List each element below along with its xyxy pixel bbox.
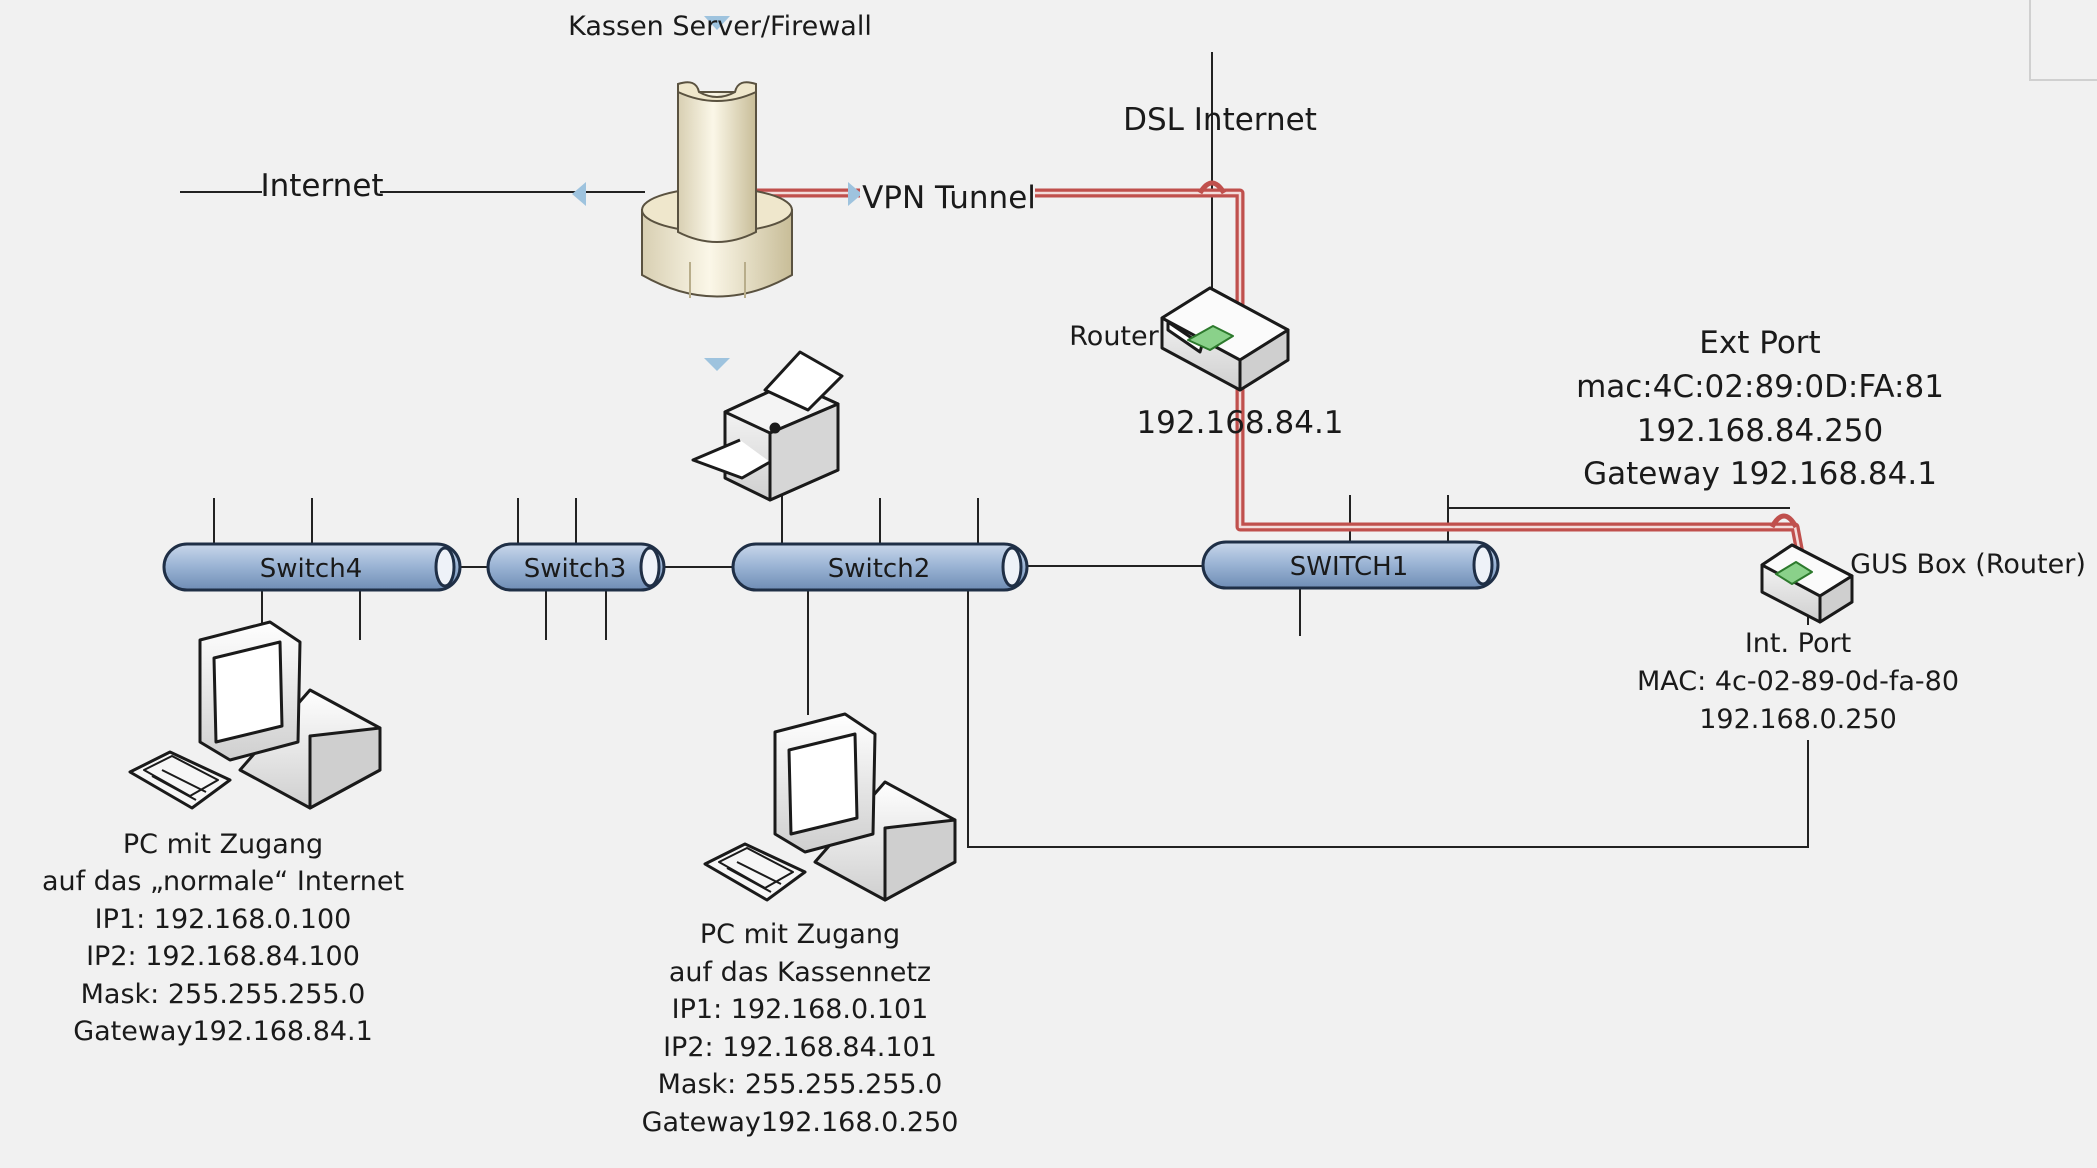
pc2-info: PC mit Zugang auf das Kassennetz IP1: 19… [642,919,959,1138]
server-tower-icon [641,81,793,298]
switch-switch3: Switch3 [486,542,666,592]
svg-text:192.168.0.250: 192.168.0.250 [1699,704,1897,735]
arrow-down-icon [704,358,730,371]
switch-label: Switch2 [828,554,931,584]
gus-box-router-icon [1760,543,1854,624]
svg-text:IP1: 192.168.0.101: IP1: 192.168.0.101 [672,994,929,1025]
printer-icon [691,350,844,502]
vpn-tunnel-label: VPN Tunnel [862,180,1036,216]
svg-text:192.168.84.250: 192.168.84.250 [1637,413,1884,449]
svg-text:auf das „normale“ Internet: auf das „normale“ Internet [42,866,404,897]
arrow-markers [572,16,862,371]
svg-text:Ext Port: Ext Port [1699,325,1820,361]
dsl-internet-label: DSL Internet [1123,102,1317,138]
arrow-right-icon [848,182,862,206]
svg-text:Mask: 255.255.255.0: Mask: 255.255.255.0 [81,979,366,1010]
svg-text:IP2: 192.168.84.100: IP2: 192.168.84.100 [86,941,360,972]
pc1-info: PC mit Zugang auf das „normale“ Internet… [42,829,404,1047]
gus-box-label: GUS Box (Router) [1850,549,2086,580]
switch-switch4: Switch4 [162,542,462,592]
svg-text:Gateway 192.168.84.1: Gateway 192.168.84.1 [1583,456,1937,492]
switch-label: Switch4 [260,554,363,584]
arrow-left-icon [572,182,586,206]
svg-text:mac:4C:02:89:0D:FA:81: mac:4C:02:89:0D:FA:81 [1576,369,1944,405]
router-icon [1160,286,1290,392]
svg-text:PC mit Zugang: PC mit Zugang [700,919,900,950]
switch-label: SWITCH1 [1290,552,1409,582]
svg-text:Gateway192.168.84.1: Gateway192.168.84.1 [73,1016,373,1047]
svg-text:Int. Port: Int. Port [1745,628,1851,659]
svg-text:PC mit Zugang: PC mit Zugang [123,829,323,860]
svg-text:MAC: 4c-02-89-0d-fa-80: MAC: 4c-02-89-0d-fa-80 [1637,666,1959,697]
int-port-info: Int. Port MAC: 4c-02-89-0d-fa-80 192.168… [1637,628,1959,735]
switch-switch1: SWITCH1 [1201,540,1500,590]
corner-border [2029,0,2097,81]
svg-text:Gateway192.168.0.250: Gateway192.168.0.250 [642,1107,959,1138]
internet-label: Internet [260,168,383,204]
network-lines [180,52,1809,848]
svg-text:IP1: 192.168.0.100: IP1: 192.168.0.100 [95,904,352,935]
desktop-computer-icon [703,712,957,902]
ext-port-info: Ext Port mac:4C:02:89:0D:FA:81 192.168.8… [1576,325,1944,492]
arrow-down-icon [704,16,730,30]
switch-switch2: Switch2 [731,542,1029,592]
router-label: Router [1069,321,1159,352]
vpn-tunnel-line [750,180,1810,581]
svg-text:IP2: 192.168.84.101: IP2: 192.168.84.101 [663,1032,937,1063]
router-ip-label: 192.168.84.1 [1136,405,1343,441]
desktop-computer-icon [128,620,382,810]
server-label: Kassen Server/Firewall [568,11,872,42]
svg-text:Mask: 255.255.255.0: Mask: 255.255.255.0 [658,1069,943,1100]
switch-label: Switch3 [524,554,627,584]
svg-text:auf das Kassennetz: auf das Kassennetz [669,957,931,988]
